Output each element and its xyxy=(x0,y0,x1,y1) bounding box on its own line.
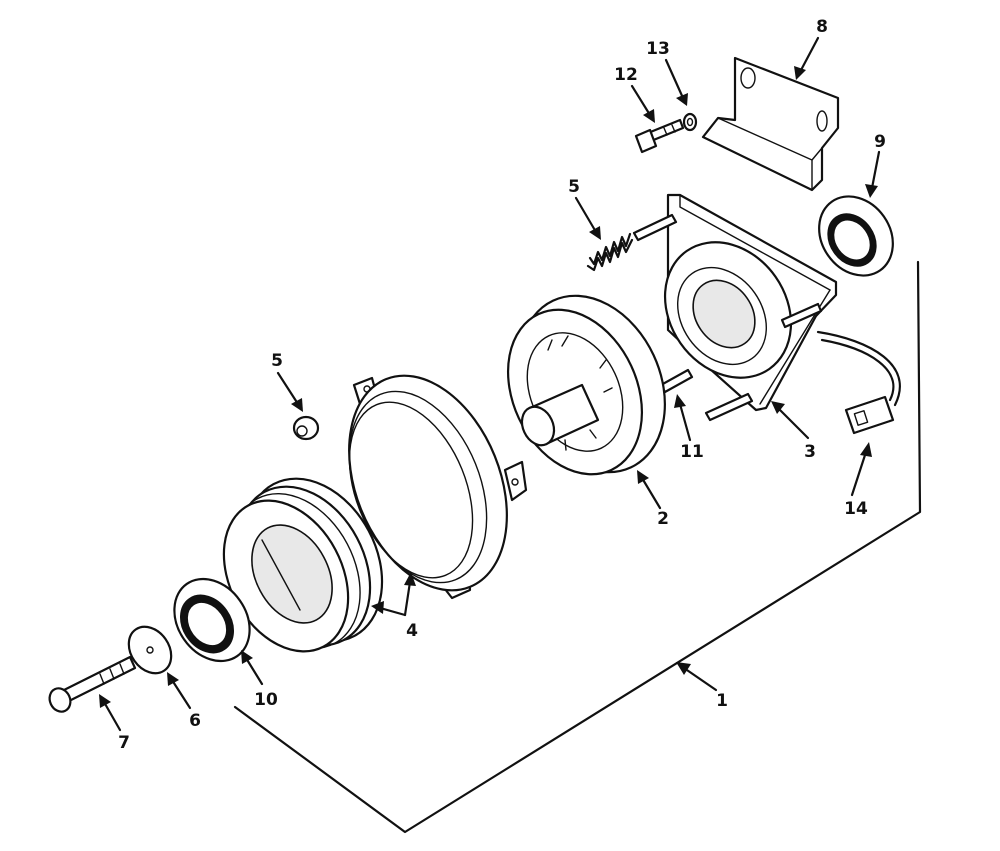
part-6-washer xyxy=(127,625,173,675)
callout-13: 13 xyxy=(646,39,670,59)
callout-2: 2 xyxy=(657,509,669,529)
part-12-bolt xyxy=(634,118,685,154)
callout-8: 8 xyxy=(816,17,828,37)
part-3-housing xyxy=(632,193,901,422)
callout-labels: 8 12 13 9 5 5 3 11 2 14 4 10 6 7 1 xyxy=(118,17,886,753)
part-14-connector xyxy=(844,395,895,435)
assembly-bracket-line xyxy=(233,260,922,834)
callout-7: 7 xyxy=(118,733,130,753)
part-10-bearing xyxy=(173,577,251,663)
callout-12: 12 xyxy=(614,65,638,85)
part-8-mounting-bracket xyxy=(701,56,840,192)
part-4-housing-ring xyxy=(348,374,528,600)
leader-arrows xyxy=(99,36,881,732)
part-11-pin xyxy=(659,368,694,394)
callout-10: 10 xyxy=(254,690,278,710)
part-4-pulley xyxy=(222,477,384,653)
callout-14: 14 xyxy=(844,499,868,519)
callout-5-lower: 5 xyxy=(271,351,283,371)
callout-1: 1 xyxy=(716,691,728,711)
callout-5-upper: 5 xyxy=(568,177,580,197)
callout-4: 4 xyxy=(406,621,418,641)
part-7-bolt xyxy=(48,655,137,713)
part-13-lock-washer xyxy=(682,112,698,132)
part-5-spring xyxy=(586,232,634,272)
callout-9: 9 xyxy=(874,132,886,152)
part-9-bearing xyxy=(818,195,894,277)
callout-11: 11 xyxy=(680,442,704,462)
part-5-nut xyxy=(292,415,320,441)
part-2-rotor-hub xyxy=(506,294,666,476)
callout-3: 3 xyxy=(804,442,816,462)
callout-6: 6 xyxy=(189,711,201,731)
